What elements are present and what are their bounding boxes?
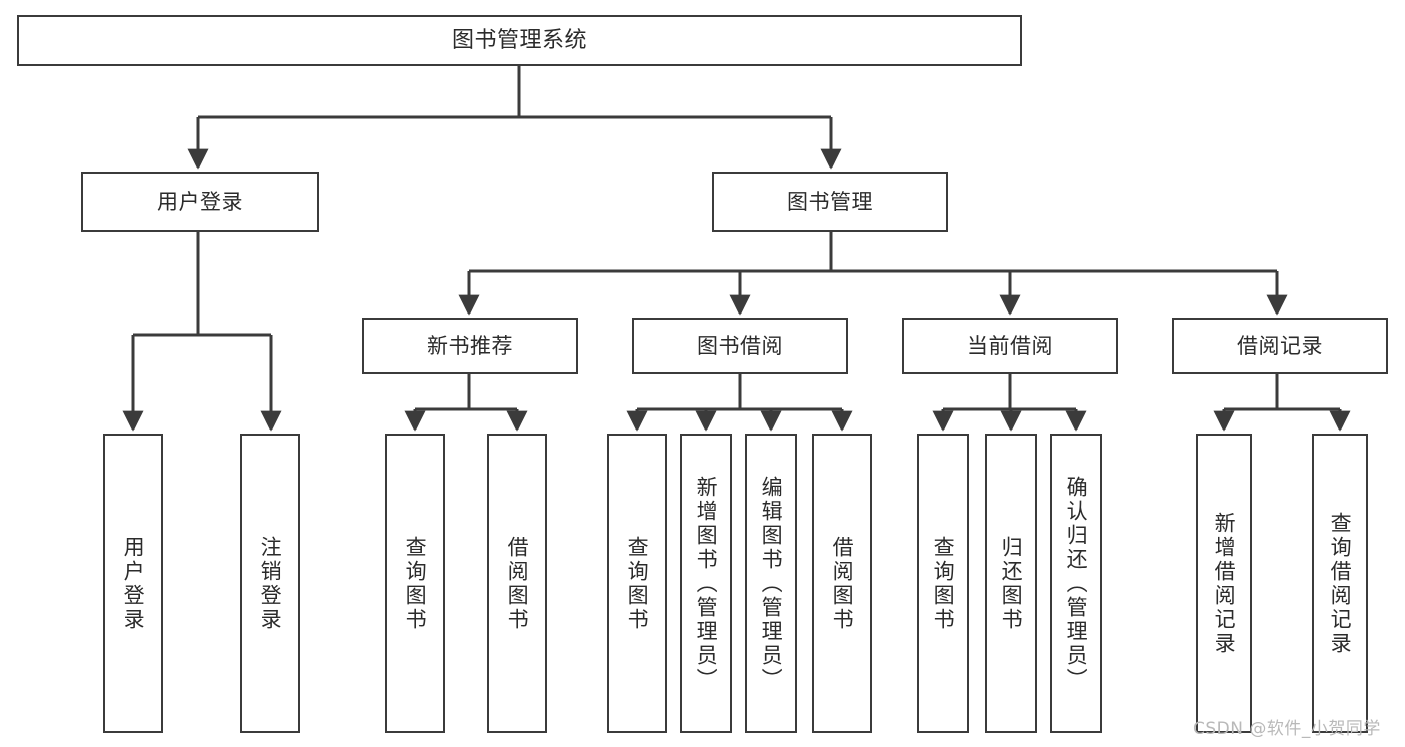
leaf-query-record[interactable]: 查询借阅记录 [1312,434,1368,733]
leaf-logout-label: 注销登录 [258,535,283,632]
node-user-login-label: 用户登录 [157,189,243,214]
node-user-login[interactable]: 用户登录 [81,172,319,232]
node-current-borrow[interactable]: 当前借阅 [902,318,1118,374]
leaf-borrow-book-2[interactable]: 借阅图书 [812,434,872,733]
leaf-edit-book[interactable]: 编辑图书（管理员） [745,434,797,733]
node-root[interactable]: 图书管理系统 [17,15,1022,66]
node-borrow-record[interactable]: 借阅记录 [1172,318,1388,374]
node-new-book-recommend[interactable]: 新书推荐 [362,318,578,374]
leaf-user-login-label: 用户登录 [121,535,146,632]
leaf-add-record[interactable]: 新增借阅记录 [1196,434,1252,733]
node-borrow-record-label: 借阅记录 [1237,333,1323,358]
leaf-return-book-label: 归还图书 [999,535,1024,632]
leaf-borrow-book-1-label: 借阅图书 [505,535,530,632]
leaf-query-record-label: 查询借阅记录 [1328,511,1353,656]
leaf-query-book-1-label: 查询图书 [403,535,428,632]
leaf-add-book[interactable]: 新增图书（管理员） [680,434,732,733]
leaf-edit-book-label: 编辑图书（管理员） [759,475,784,692]
leaf-confirm-return-label: 确认归还（管理员） [1064,475,1089,692]
leaf-borrow-book-2-label: 借阅图书 [830,535,855,632]
node-book-borrow[interactable]: 图书借阅 [632,318,848,374]
leaf-query-book-2-label: 查询图书 [625,535,650,632]
leaf-return-book[interactable]: 归还图书 [985,434,1037,733]
leaf-query-book-2[interactable]: 查询图书 [607,434,667,733]
leaf-user-login[interactable]: 用户登录 [103,434,163,733]
leaf-logout[interactable]: 注销登录 [240,434,300,733]
leaf-confirm-return[interactable]: 确认归还（管理员） [1050,434,1102,733]
node-new-book-recommend-label: 新书推荐 [427,333,513,358]
leaf-query-book-3[interactable]: 查询图书 [917,434,969,733]
leaf-query-book-3-label: 查询图书 [931,535,956,632]
leaf-add-book-label: 新增图书（管理员） [694,475,719,692]
leaf-add-record-label: 新增借阅记录 [1212,511,1237,656]
node-book-borrow-label: 图书借阅 [697,333,783,358]
leaf-query-book-1[interactable]: 查询图书 [385,434,445,733]
node-root-label: 图书管理系统 [451,27,587,53]
node-book-manage[interactable]: 图书管理 [712,172,948,232]
leaf-borrow-book-1[interactable]: 借阅图书 [487,434,547,733]
edges-group [122,66,1351,432]
node-book-manage-label: 图书管理 [787,189,873,214]
node-current-borrow-label: 当前借阅 [967,333,1053,358]
